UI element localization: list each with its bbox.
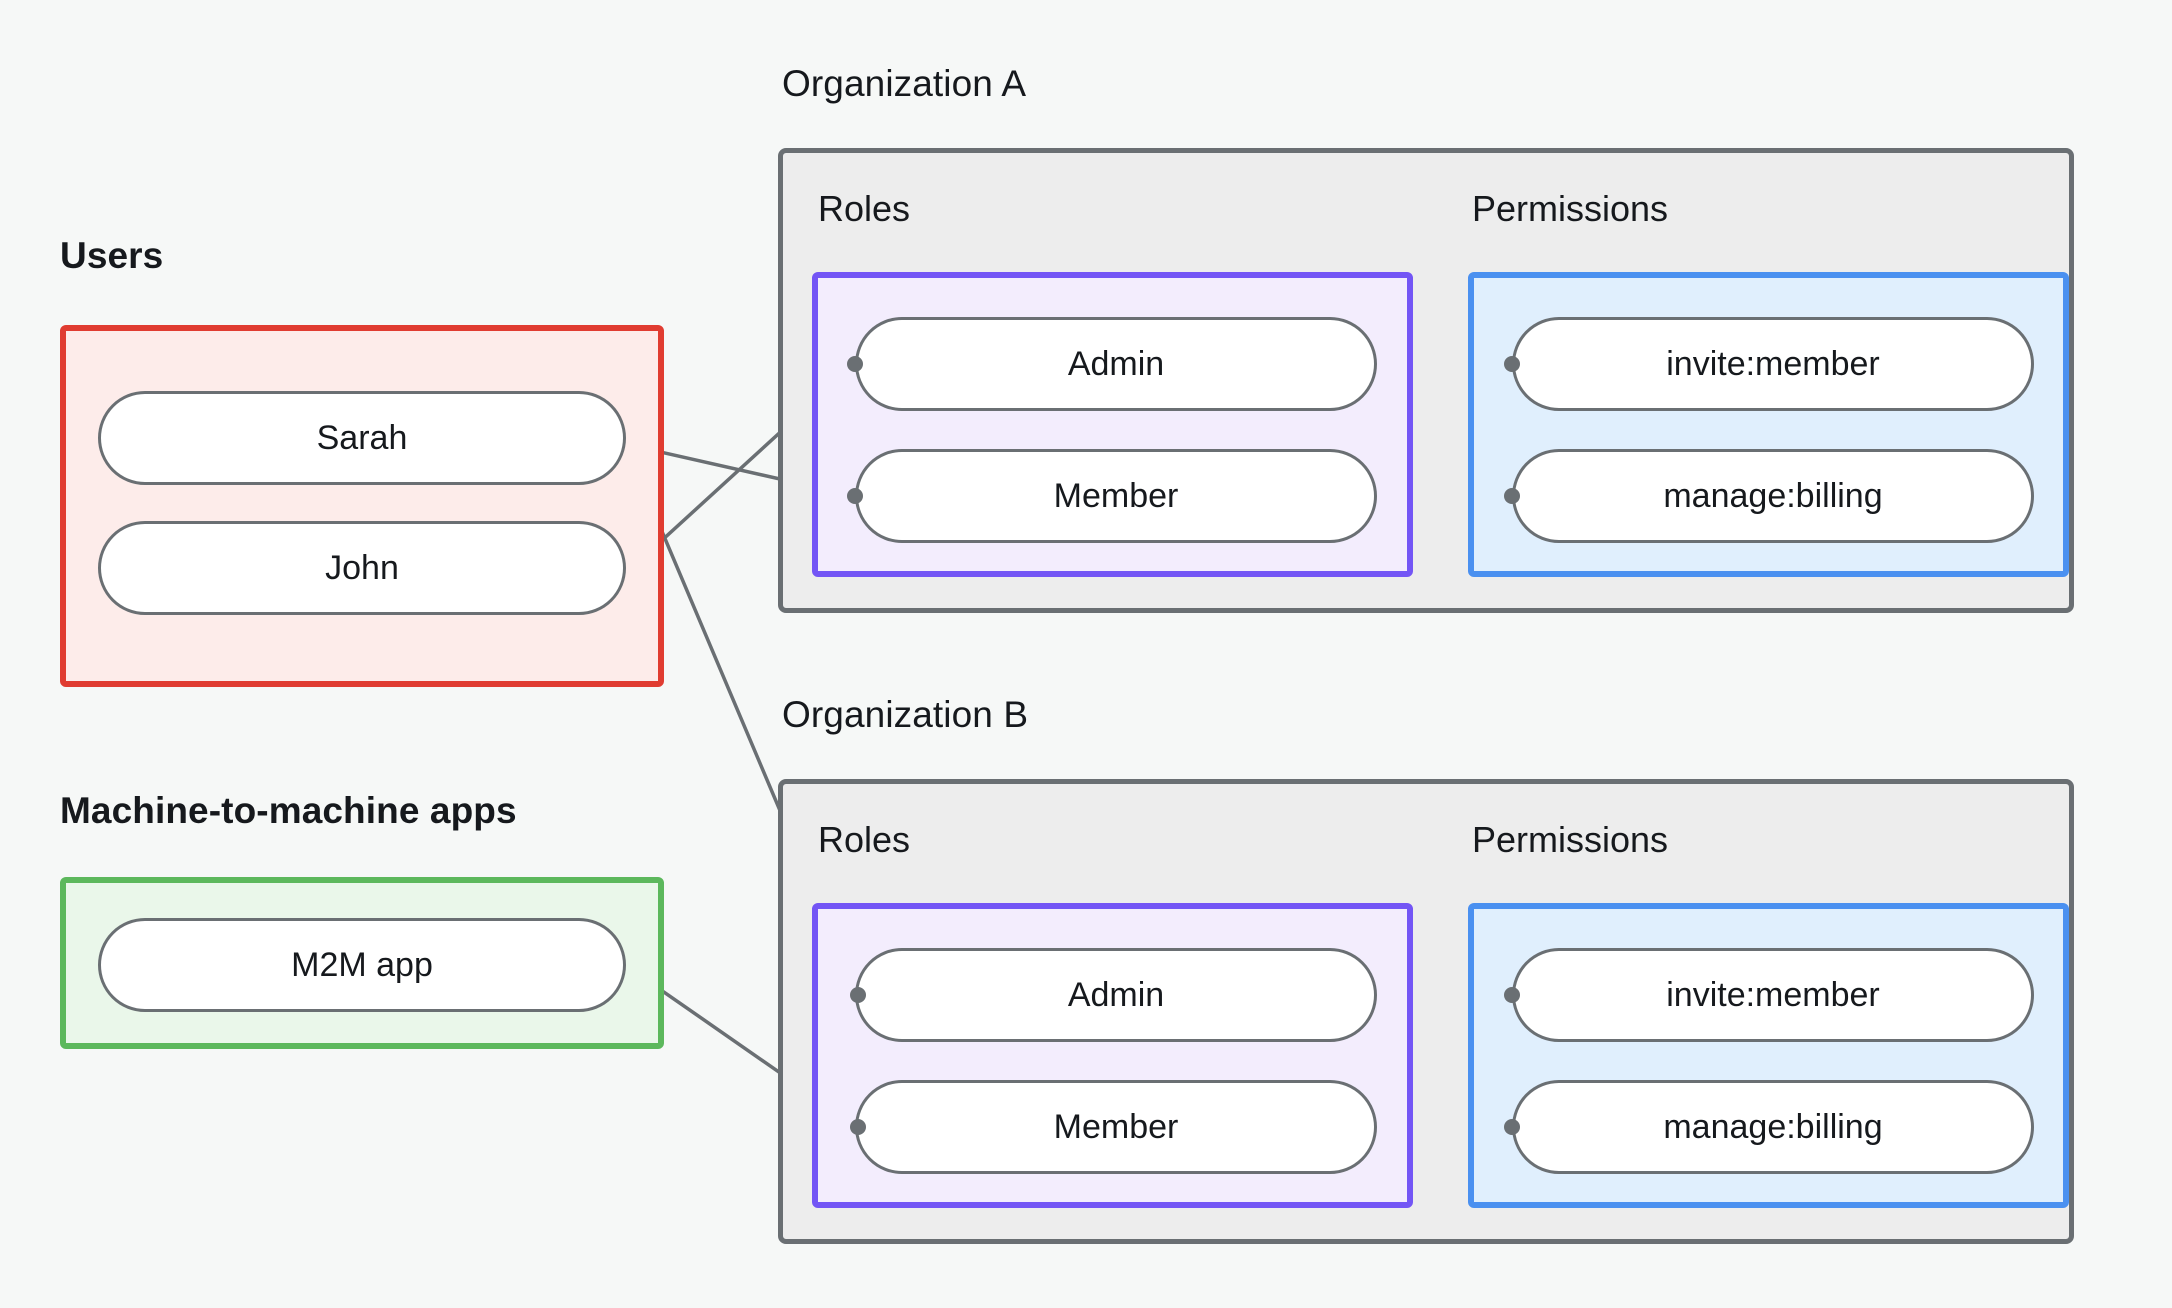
org-b-permission-manage-billing[interactable]: manage:billing	[1512, 1080, 2034, 1174]
org-b-permission-invite-member[interactable]: invite:member	[1512, 948, 2034, 1042]
connector-dot-org-a-member-in	[847, 488, 863, 504]
org-a-permission-invite-member-label: invite:member	[1666, 344, 1880, 383]
org-a-role-member-label: Member	[1053, 476, 1179, 515]
org-a-role-admin-label: Admin	[1067, 344, 1165, 383]
org-b-role-member-label: Member	[1053, 1107, 1179, 1146]
org-b-role-admin-label: Admin	[1067, 975, 1165, 1014]
users-container	[60, 325, 664, 687]
m2m-group-label: Machine-to-machine apps	[60, 790, 517, 831]
connector-dot-org-b-member-in	[850, 1119, 866, 1135]
org-b-role-member[interactable]: Member	[855, 1080, 1377, 1174]
user-node-john[interactable]: John	[98, 521, 626, 615]
user-node-sarah-label: Sarah	[316, 418, 408, 457]
connector-dot-org-b-billing-in	[1504, 1119, 1520, 1135]
org-a-role-member[interactable]: Member	[855, 449, 1377, 543]
org-a-roles-title: Roles	[818, 188, 911, 229]
m2m-node-app[interactable]: M2M app	[98, 918, 626, 1012]
org-a-permission-manage-billing[interactable]: manage:billing	[1512, 449, 2034, 543]
connector-dot-org-b-invite-in	[1504, 987, 1520, 1003]
user-node-sarah[interactable]: Sarah	[98, 391, 626, 485]
org-b-roles-title: Roles	[818, 819, 911, 860]
connector-dot-org-a-billing-in	[1504, 488, 1520, 504]
connector-dot-org-a-invite-in	[1504, 356, 1520, 372]
org-b-label: Organization B	[782, 694, 1029, 735]
user-node-john-label: John	[325, 548, 399, 587]
org-b-permission-manage-billing-label: manage:billing	[1663, 1107, 1883, 1146]
org-a-permission-manage-billing-label: manage:billing	[1663, 476, 1883, 515]
m2m-node-app-label: M2M app	[291, 945, 433, 984]
org-a-role-admin[interactable]: Admin	[855, 317, 1377, 411]
connector-dot-org-b-admin-in	[850, 987, 866, 1003]
users-group-label: Users	[60, 235, 164, 276]
org-b-role-admin[interactable]: Admin	[855, 948, 1377, 1042]
org-b-permissions-title: Permissions	[1472, 819, 1669, 860]
connector-dot-org-a-admin-in	[847, 356, 863, 372]
org-b-permission-invite-member-label: invite:member	[1666, 975, 1880, 1014]
org-a-permission-invite-member[interactable]: invite:member	[1512, 317, 2034, 411]
org-a-label: Organization A	[782, 63, 1027, 104]
org-a-permissions-title: Permissions	[1472, 188, 1669, 229]
